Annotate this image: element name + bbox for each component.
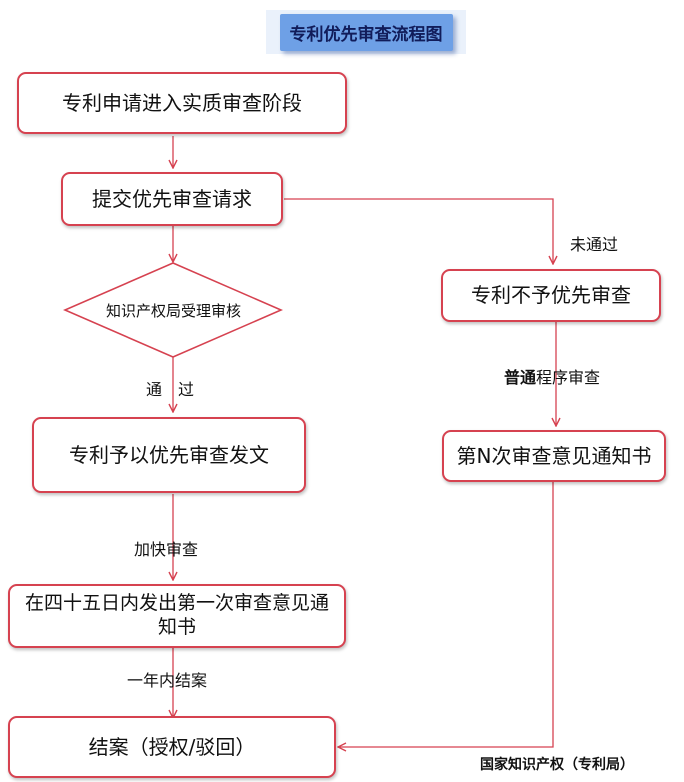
label-not-passed: 未通过	[570, 235, 619, 254]
review-diamond	[62, 262, 284, 358]
arrow-nth-to-close	[338, 482, 554, 747]
label-passed: 通 过	[146, 380, 195, 399]
arrow-submit-to-rejected	[284, 198, 553, 264]
diagram-title-text: 专利优先审查流程图	[279, 13, 453, 51]
box-start: 专利申请进入实质审查阶段	[17, 72, 347, 134]
label-expedited: 加快审查	[134, 540, 199, 559]
box-nth-opinion: 第N次审查意见通知书	[442, 430, 666, 482]
box-close: 结案（授权/驳回）	[8, 716, 336, 778]
box-approved: 专利予以优先审查发文	[32, 417, 306, 493]
footer-source: 国家知识产权（专利局）	[480, 757, 634, 773]
box-submit: 提交优先审查请求	[61, 172, 283, 226]
diagram-title: 专利优先审查流程图	[266, 10, 466, 54]
box-rejected: 专利不予优先审查	[441, 269, 661, 322]
box-first-opinion: 在四十五日内发出第一次审查意见通知书	[8, 584, 346, 648]
box-review: 知识产权局受理审核	[106, 302, 242, 320]
label-within-year: 一年内结案	[127, 671, 208, 690]
label-normal-suffix: 程序审查	[536, 368, 601, 387]
label-normal-prefix: 普通	[504, 368, 537, 387]
label-normal-procedure: 普通程序审查	[504, 364, 600, 388]
